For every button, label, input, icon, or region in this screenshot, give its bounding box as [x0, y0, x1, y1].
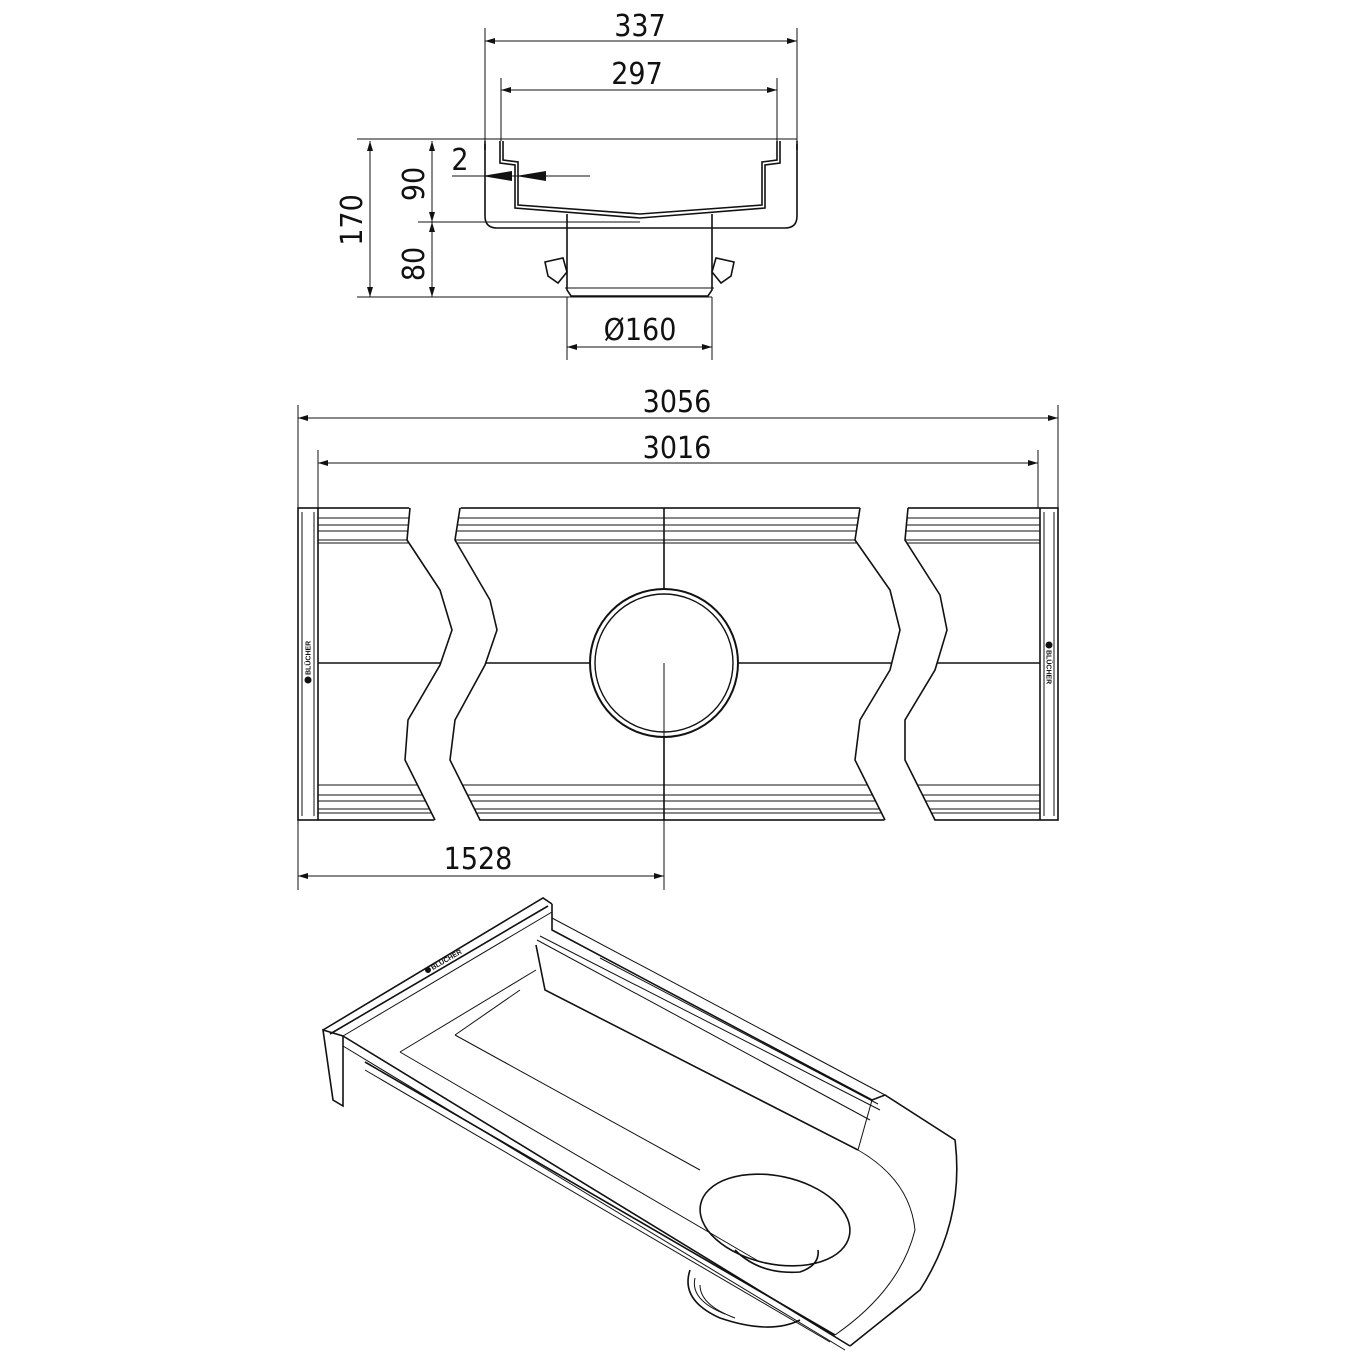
brand-logo-left: BLÜCHER [304, 641, 313, 684]
dim-overall-height: 170 [335, 194, 370, 246]
plan-view: 3056 3016 1528 [297, 385, 1059, 890]
dim-inner-width: 297 [611, 57, 663, 92]
svg-text:BLÜCHER: BLÜCHER [1045, 650, 1054, 684]
dim-body-height: 90 [397, 167, 432, 201]
dim-overall-length: 3056 [643, 385, 712, 420]
brand-logo-right: BLÜCHER [1045, 641, 1054, 684]
dim-outlet-height: 80 [397, 247, 432, 281]
dim-wall: 2 [451, 143, 468, 178]
dim-inner-length: 3016 [643, 431, 712, 466]
iso-brand-logo: BLÜCHER [425, 947, 463, 973]
svg-text:BLÜCHER: BLÜCHER [304, 641, 313, 675]
isometric-view: BLÜCHER [322, 897, 958, 1351]
dim-outlet-diameter: Ø160 [604, 313, 677, 348]
dim-overall-width: 337 [614, 9, 666, 44]
iso-outlet-opening [699, 1173, 851, 1267]
section-view: 337 297 170 90 80 2 Ø160 [335, 9, 798, 360]
dim-outlet-position: 1528 [444, 842, 513, 877]
